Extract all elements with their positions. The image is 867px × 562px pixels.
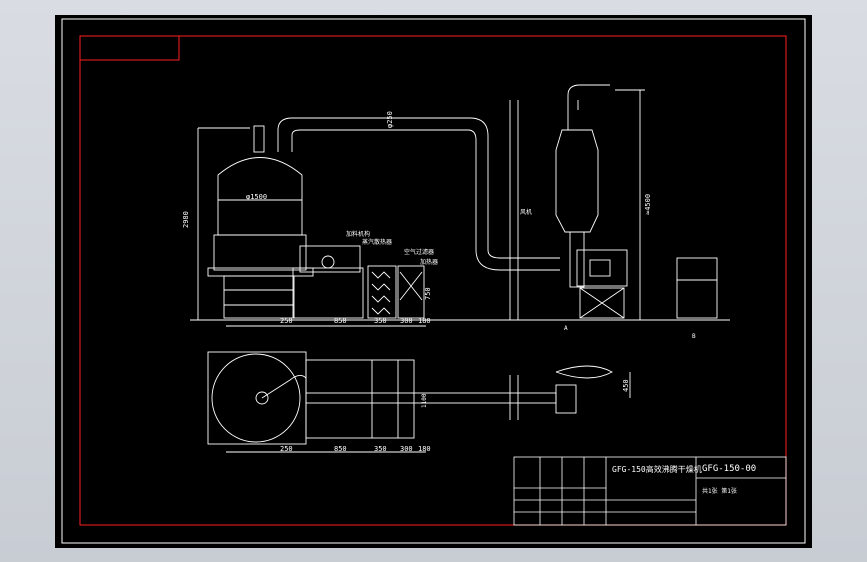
fan-box xyxy=(576,249,628,287)
control-cabinet xyxy=(676,279,718,319)
label-fan: 风机 xyxy=(520,208,532,216)
tag-b: B xyxy=(692,333,696,340)
label-air: 空气过滤器 xyxy=(404,248,434,256)
dim-850: 850 xyxy=(334,317,347,325)
plan-dim-250: 250 xyxy=(280,445,293,453)
heater-grid xyxy=(371,271,391,315)
fan-stand xyxy=(579,287,625,319)
fan-stand-cross xyxy=(579,287,625,319)
cyclone-neck xyxy=(567,95,579,130)
plan-dim-850: 850 xyxy=(334,445,347,453)
plan-dim-180: 180 xyxy=(418,445,431,453)
feeder-housing xyxy=(292,267,364,319)
plan-cyclone xyxy=(555,365,613,379)
dim-cyclone: ≈4500 xyxy=(644,194,652,215)
exhaust-duct-outer xyxy=(277,117,489,250)
exhaust-duct-inner xyxy=(291,129,477,250)
dryer-top-dome xyxy=(217,157,303,236)
duct-bend-inner xyxy=(475,249,560,271)
dim-duct: φ250 xyxy=(386,111,394,128)
dryer-base xyxy=(223,275,295,319)
cyclone-inlet xyxy=(567,84,610,96)
filter-block xyxy=(397,265,425,319)
plan-center xyxy=(255,391,269,405)
plan-dim-1100: 1100 xyxy=(421,393,428,408)
fan-motor xyxy=(589,259,611,277)
elevation-view xyxy=(190,84,730,327)
outer-frame xyxy=(61,18,806,544)
dim-diameter-main: φ1500 xyxy=(246,193,267,201)
corner-tag-box xyxy=(79,35,180,61)
dryer-stack xyxy=(253,125,265,153)
duct-bend-outer xyxy=(487,249,560,259)
plan-dim-300: 300 xyxy=(400,445,413,453)
dim-180: 180 xyxy=(418,317,431,325)
dim-250: 250 xyxy=(280,317,293,325)
sheet-note: 共1张 第1张 xyxy=(702,487,737,495)
label-heater: 加热器 xyxy=(420,258,438,266)
label-filter: 蒸汽散热器 xyxy=(362,238,392,246)
filter-cross xyxy=(399,271,423,301)
drawing-name: GFG-150高效沸腾干燥机 xyxy=(612,464,702,474)
plan-view xyxy=(207,351,631,453)
dim-350: 350 xyxy=(374,317,387,325)
title-block xyxy=(513,456,787,526)
plan-dryer-circle xyxy=(211,353,301,443)
label-feeder: 加料机构 xyxy=(346,230,370,238)
plan-dim-450-text: 450 xyxy=(622,379,630,392)
dim-300: 300 xyxy=(400,317,413,325)
inner-border xyxy=(79,35,787,526)
cyclone-body xyxy=(555,129,599,233)
cyclone-drop xyxy=(569,231,585,288)
drawing-sheet xyxy=(55,15,812,548)
dim-height: 2980 xyxy=(182,211,190,228)
plan-dim-350: 350 xyxy=(374,445,387,453)
dryer-bed xyxy=(213,234,307,271)
plan-inlet xyxy=(261,375,307,399)
drawing-number: GFG-150-00 xyxy=(702,464,756,474)
heater-block xyxy=(367,265,397,319)
tag-a: A xyxy=(564,325,568,332)
feeder-motor xyxy=(299,245,361,273)
dim-750: 750 xyxy=(424,287,432,300)
plan-fan xyxy=(555,384,577,414)
title-block-frame xyxy=(513,456,787,526)
